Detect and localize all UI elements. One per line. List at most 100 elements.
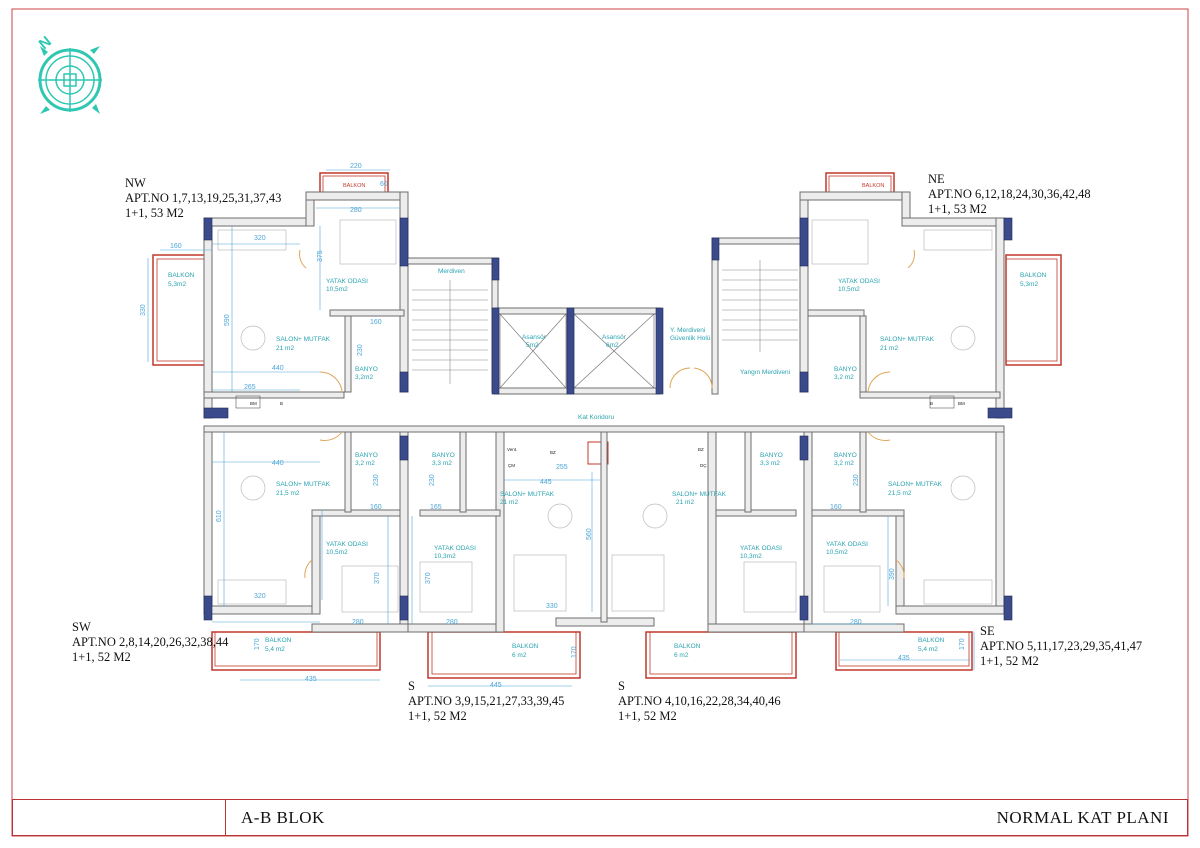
- dim: 160: [830, 504, 842, 511]
- dim: 435: [305, 676, 317, 683]
- dim: 170: [959, 638, 966, 650]
- apt-s2-type: 1+1, 52 M2: [618, 709, 677, 723]
- guvenlik-label: Y. Merdiveni: [670, 327, 705, 334]
- dim: 165: [430, 504, 442, 511]
- s1-banyo-area: 3,3 m2: [432, 460, 452, 467]
- nw-yatak-area: 10,5m2: [326, 286, 348, 293]
- dim: 610: [216, 510, 223, 522]
- s2-salon-label: SALON+ MUTFAK: [672, 491, 727, 498]
- apt-s1-type: 1+1, 52 M2: [408, 709, 467, 723]
- apt-se-dir: SE: [980, 624, 995, 638]
- dim: 590: [224, 314, 231, 326]
- s1-salon-area: 21 m2: [500, 499, 518, 506]
- apt-sw-type: 1+1, 52 M2: [72, 650, 131, 664]
- dim: 230: [373, 474, 380, 486]
- ne-balkon-area: 5,3m2: [1020, 281, 1038, 288]
- room-labels: BALKON BALKON 5,3m2 YATAK ODASI 10,5m2 S…: [168, 183, 1047, 659]
- nw-banyo-area: 3,2m2: [355, 374, 373, 381]
- dim: 445: [490, 682, 502, 689]
- dim: 280: [850, 619, 862, 626]
- apt-se-nos: APT.NO 5,11,17,23,29,35,41,47: [980, 639, 1143, 653]
- sw-yatak-area: 10,5m2: [326, 549, 348, 556]
- s2-salon-area: 21 m2: [676, 499, 694, 506]
- apt-label-s2: S APT.NO 4,10,16,22,28,34,40,46 1+1, 52 …: [618, 679, 781, 724]
- apt-s1-nos: APT.NO 3,9,15,21,27,33,39,45: [408, 694, 565, 708]
- dim: 280: [352, 619, 364, 626]
- fixture-dc: DÇ: [700, 463, 707, 468]
- asansor2-label: Asansör: [602, 334, 627, 341]
- apt-label-ne: NE APT.NO 6,12,18,24,30,36,42,48 1+1, 53…: [928, 172, 1091, 217]
- kitchen-fixtures: BM B Vent. ÇM BZ BM B BZ DÇ: [235, 395, 965, 468]
- dim: 265: [244, 384, 256, 391]
- apt-label-s1: S APT.NO 3,9,15,21,27,33,39,45 1+1, 52 M…: [408, 679, 564, 724]
- dim: 330: [546, 603, 558, 610]
- fixture-bz: BZ: [550, 450, 556, 455]
- balconies: [152, 172, 1062, 679]
- sw-yatak-label: YATAK ODASI: [326, 541, 368, 548]
- fixture-b: B: [280, 401, 283, 406]
- furniture: [217, 219, 993, 613]
- nw-salon-label: SALON+ MUTFAK: [276, 336, 331, 343]
- dim: 445: [540, 479, 552, 486]
- s1-salon-label: SALON+ MUTFAK: [500, 491, 555, 498]
- dim: 280: [446, 619, 458, 626]
- nw-banyo-label: BANYO: [355, 366, 378, 373]
- dim: 220: [350, 163, 362, 170]
- se-banyo-area: 3,2 m2: [834, 460, 854, 467]
- apt-s2-dir: S: [618, 679, 625, 693]
- asansor1-label: Asansör: [522, 334, 547, 341]
- dim: 560: [586, 528, 593, 540]
- asansor1-area: 5m2: [526, 342, 539, 349]
- sw-salon-label: SALON+ MUTFAK: [276, 481, 331, 488]
- ne-banyo-area: 3,2 m2: [834, 374, 854, 381]
- dim: 255: [556, 464, 568, 471]
- ne-yatak-area: 10,5m2: [838, 286, 860, 293]
- sw-balkon-area: 5,4 m2: [265, 646, 285, 653]
- ne-top-balkon-label: BALKON: [862, 183, 884, 189]
- dim: 370: [425, 572, 432, 584]
- ne-banyo-label: BANYO: [834, 366, 857, 373]
- fixture-vent: Vent.: [507, 447, 517, 452]
- nw-salon-area: 21 m2: [276, 345, 294, 352]
- s2-balkon-area: 6 m2: [674, 652, 689, 659]
- dim: 230: [357, 344, 364, 356]
- apt-ne-dir: NE: [928, 172, 945, 186]
- dim: 170: [254, 638, 261, 650]
- apt-ne-type: 1+1, 53 M2: [928, 202, 987, 216]
- s2-banyo-area: 3,3 m2: [760, 460, 780, 467]
- block-name: A-B BLOK: [241, 808, 325, 827]
- s2-yatak-area: 10,3m2: [740, 553, 762, 560]
- ne-salon-label: SALON+ MUTFAK: [880, 336, 935, 343]
- dim: 440: [272, 365, 284, 372]
- apt-label-sw: SW APT.NO 2,8,14,20,26,32,38,44 1+1, 52 …: [72, 620, 228, 665]
- dim: 320: [254, 593, 266, 600]
- se-balkon-label: BALKON: [918, 637, 945, 644]
- se-banyo-label: BANYO: [834, 452, 857, 459]
- s1-yatak-label: YATAK ODASI: [434, 545, 476, 552]
- asansor2-area: 6m2: [606, 342, 619, 349]
- door-swings: [299, 249, 915, 579]
- dim: 320: [254, 235, 266, 242]
- dimension-lines: [147, 169, 975, 687]
- sw-balkon-label: BALKON: [265, 637, 292, 644]
- structural-columns: [203, 217, 1013, 621]
- fixture-bm2: BM: [958, 401, 965, 406]
- dim: 160: [370, 319, 382, 326]
- s1-yatak-area: 10,3m2: [434, 553, 456, 560]
- dim: 160: [370, 504, 382, 511]
- se-salon-label: SALON+ MUTFAK: [888, 481, 943, 488]
- plan-title: NORMAL KAT PLANI: [996, 808, 1169, 827]
- sw-salon-area: 21,5 m2: [276, 490, 300, 497]
- s2-banyo-label: BANYO: [760, 452, 783, 459]
- apt-s1-dir: S: [408, 679, 415, 693]
- dim: 160: [170, 243, 182, 250]
- walls: [203, 191, 1005, 633]
- ne-yatak-label: YATAK ODASI: [838, 278, 880, 285]
- dim: 435: [898, 655, 910, 662]
- nw-balkon-area: 5,3m2: [168, 281, 186, 288]
- fixture-buz: BZ: [698, 447, 704, 452]
- dim: 230: [429, 474, 436, 486]
- nw-top-balkon-label: BALKON: [343, 183, 365, 189]
